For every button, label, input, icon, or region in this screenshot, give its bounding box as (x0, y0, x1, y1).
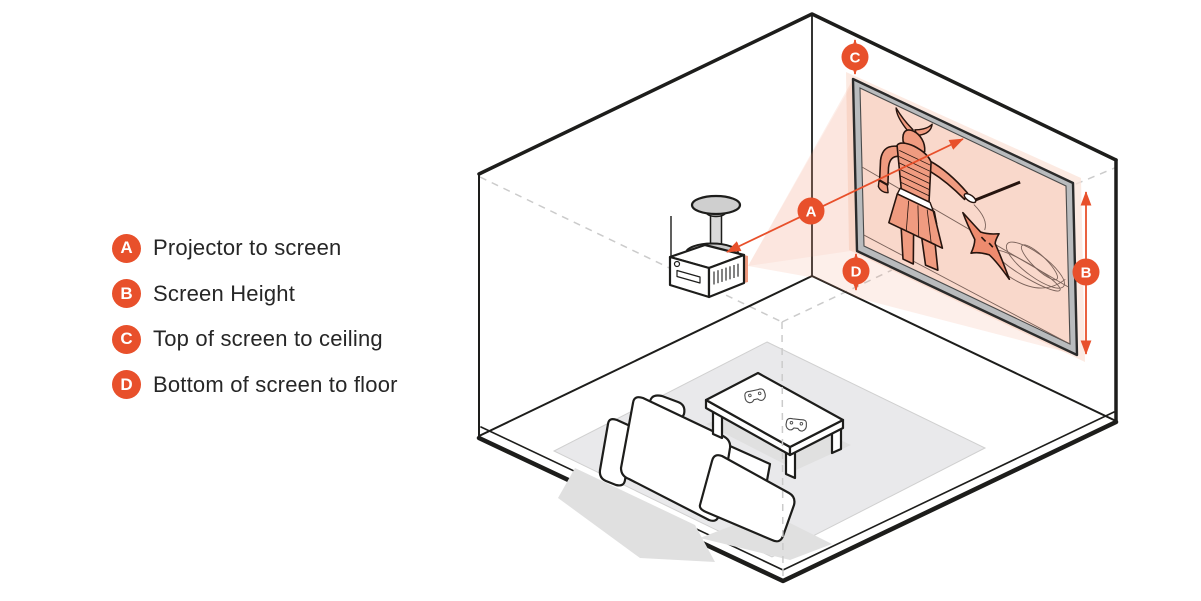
legend-item-d: D Bottom of screen to floor (112, 370, 398, 400)
mount-cap (690, 194, 742, 216)
svg-text:A: A (806, 204, 817, 221)
fox-shuriken (963, 213, 1009, 280)
hidden-edge-screen-top (1075, 166, 1118, 185)
coffee-table (704, 371, 845, 480)
legend-label-c: Top of screen to ceiling (153, 326, 383, 351)
couch-shadow (558, 468, 715, 562)
legend: A Projector to screen B Screen Height C … (112, 233, 398, 415)
left-wall-floor-edge (478, 275, 813, 437)
table-top (704, 371, 845, 449)
badge-a: A (797, 197, 825, 225)
game-controller-icon (785, 417, 807, 432)
badge-c: C (841, 43, 869, 71)
projector-knob (673, 260, 681, 268)
couch-backrest (619, 396, 732, 522)
badge-d: D (842, 257, 870, 285)
legend-label-a: Projector to screen (153, 235, 342, 260)
legend-item-a: A Projector to screen (112, 233, 398, 263)
glove (964, 192, 976, 204)
game-controller-icon (744, 388, 766, 404)
projector-vents (713, 263, 739, 285)
arrow-a (726, 138, 964, 253)
ceiling-edges (477, 12, 1118, 176)
projector-slot (676, 269, 701, 284)
legend-label-b: Screen Height (153, 280, 296, 306)
hidden-vertical-edge (781, 321, 784, 579)
svg-text:C: C (850, 50, 861, 67)
hidden-edge-left (479, 176, 783, 323)
marker-a-icon: A (112, 233, 141, 263)
legend-item-c: C Top of screen to ceiling (112, 324, 398, 354)
marker-b-icon: B (112, 279, 141, 308)
svg-text:B: B (1081, 265, 1092, 282)
projector-beam-core (748, 82, 857, 266)
svg-text:D: D (851, 264, 862, 281)
projector (668, 194, 748, 299)
couch-right-armrest (698, 454, 796, 543)
marker-d-icon: D (112, 370, 141, 399)
badge-b: B (1072, 258, 1100, 286)
couch (598, 394, 796, 543)
legend-item-b: B Screen Height (112, 279, 398, 309)
marker-c-icon: C (112, 324, 141, 354)
right-wall-floor-edge (811, 275, 1117, 422)
measurements: A B C D (726, 39, 1100, 355)
staff (973, 160, 1021, 224)
legend-label-d: Bottom of screen to floor (153, 371, 398, 397)
